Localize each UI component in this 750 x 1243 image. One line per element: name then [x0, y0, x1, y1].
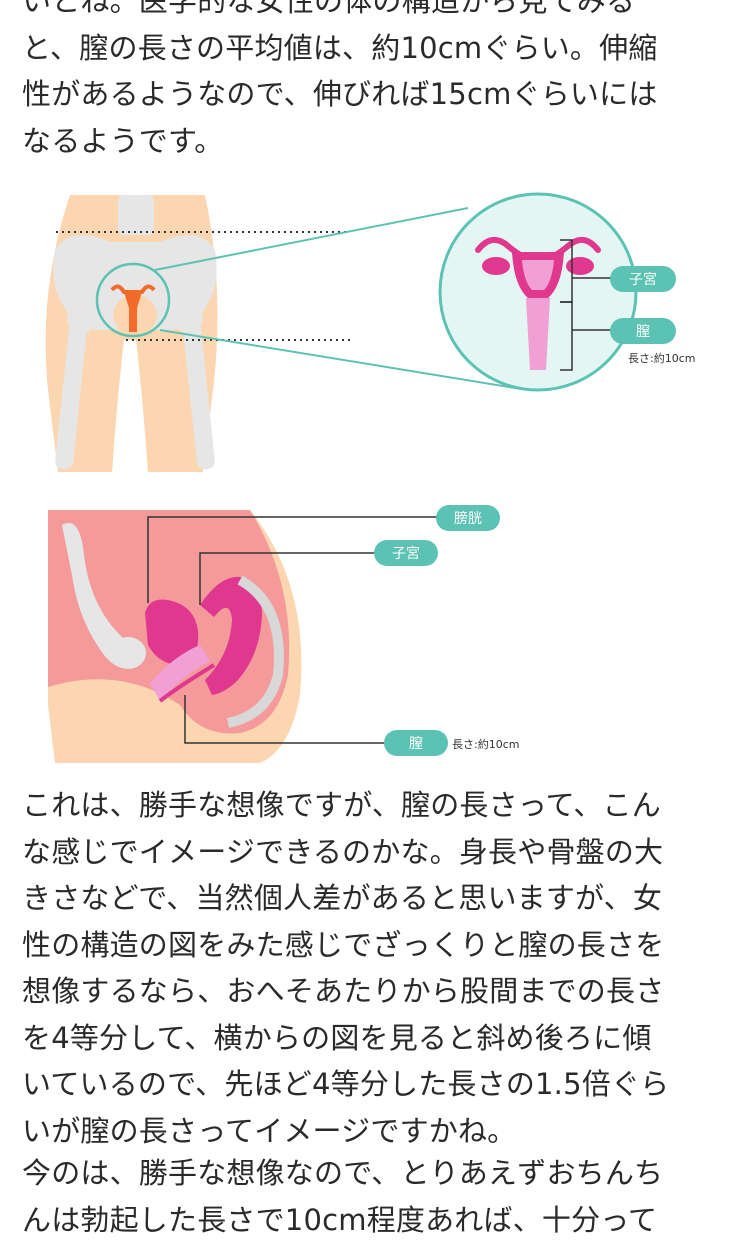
- label-vagina-pill: [610, 318, 676, 344]
- length-note: 長さ:約10cm: [628, 351, 695, 365]
- pelvis-bone: [53, 235, 217, 330]
- right-femur: [182, 319, 215, 470]
- text-line: を4等分して、横からの図を見ると斜め後ろに傾: [22, 1020, 652, 1055]
- label-uterus-pill: [610, 266, 676, 292]
- text-line: んは勃起した長さで10cm程度あれば、十分って: [22, 1202, 658, 1237]
- bladder: [145, 599, 199, 666]
- article-paragraph-3: 今のは、勝手な想像なので、とりあえずおちんち んは勃起した長さで10cm程度あれ…: [22, 1150, 728, 1243]
- article-paragraph-1: いとね。医学的な女性の体の構造から見てみる と、膣の長さの平均値は、約10cmぐ…: [22, 0, 728, 164]
- label-bladder-pill: [436, 505, 500, 531]
- text-line: いとね。医学的な女性の体の構造から見てみる: [22, 0, 636, 18]
- label-uterus: 子宮: [392, 546, 420, 562]
- label-uterus: 子宮: [629, 272, 657, 288]
- side-view-illustration: 膀胱 子宮 膣 長さ:約10cm: [48, 505, 519, 763]
- label-vagina: 膣: [409, 735, 423, 752]
- vagina: [150, 645, 210, 701]
- text-line: これは、勝手な想像ですが、膣の長さって、こん: [22, 788, 661, 822]
- uterus: [200, 576, 262, 695]
- text-line: な感じでイメージできるのかな。身長や骨盤の大: [22, 834, 664, 869]
- text-line: きさなどで、当然個人差があると思いますが、女: [22, 881, 663, 915]
- text-line: 性の構造の図をみた感じでざっくりと膣の長さを: [22, 927, 665, 962]
- label-vagina: 膣: [636, 323, 650, 340]
- front-view-illustration: 子宮 膣 長さ:約10cm: [45, 192, 695, 472]
- text-line: いているので、先ほど4等分した長さの1.5倍ぐら: [22, 1067, 670, 1101]
- zoom-focus-circle: [95, 262, 171, 338]
- pubic-bone: [62, 523, 139, 669]
- length-note: 長さ:約10cm: [452, 737, 519, 751]
- label-uterus-pill: [374, 540, 438, 566]
- text-line: 性があるようなので、伸びれば15cmぐらいには: [22, 77, 658, 111]
- text-line: 今のは、勝手な想像なので、とりあえずおちんち: [22, 1156, 664, 1190]
- label-vagina-pill: [384, 730, 448, 756]
- label-bladder: 膀胱: [454, 510, 482, 527]
- text-line: 想像するなら、おへそあたりから股間までの長さ: [22, 974, 665, 1008]
- spine: [118, 195, 154, 235]
- text-line: と、膣の長さの平均値は、約10cmぐらい。伸縮: [22, 30, 658, 65]
- left-femur: [55, 319, 88, 470]
- text-line: なるようです。: [22, 123, 224, 158]
- text-line: いが膣の長さってイメージですかね。: [22, 1113, 517, 1148]
- article-paragraph-2: これは、勝手な想像ですが、膣の長さって、こん な感じでイメージできるのかな。身長…: [22, 782, 728, 1154]
